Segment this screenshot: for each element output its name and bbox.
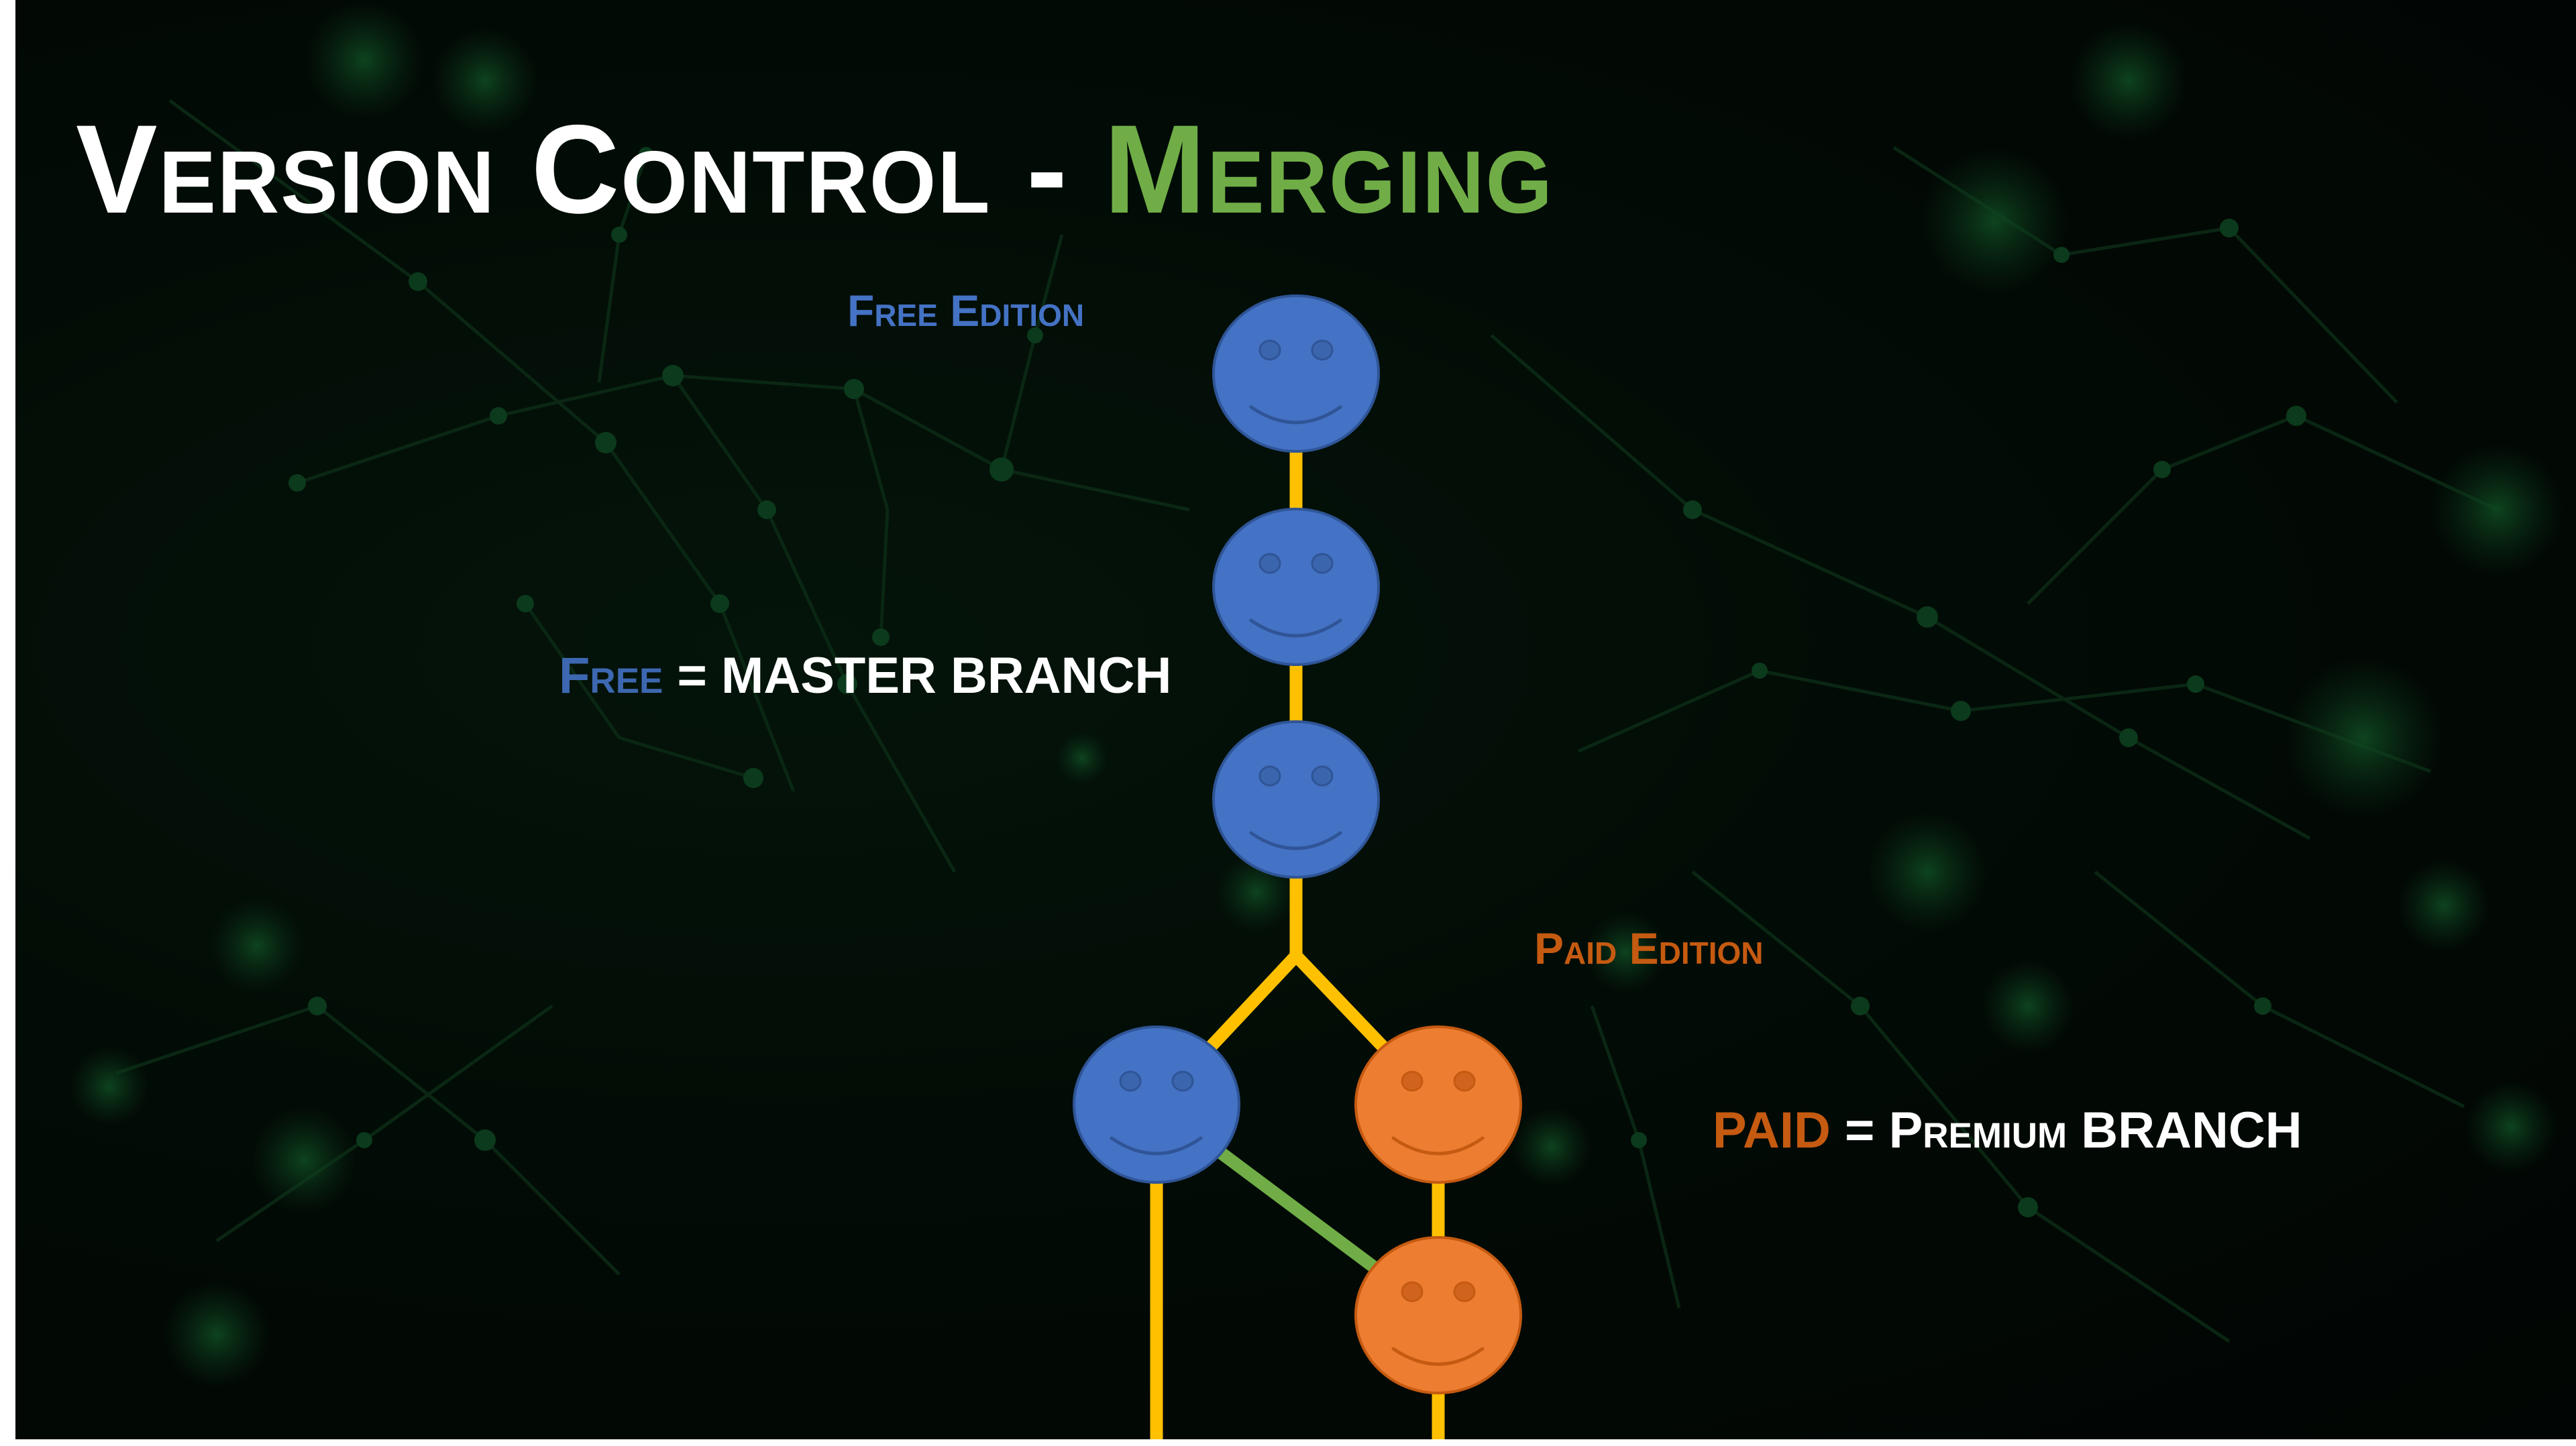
node-face — [1212, 294, 1380, 453]
right-eye — [1171, 1070, 1194, 1092]
smiley-face-icon — [1212, 294, 1380, 453]
right-eye — [1311, 339, 1334, 361]
right-eye — [1311, 765, 1334, 787]
node-face — [1354, 1236, 1522, 1394]
master-branch-legend: Free = MASTER BRANCH — [559, 651, 1171, 702]
nodes-layer — [1073, 294, 1522, 1394]
smile-mouth — [1391, 1347, 1485, 1366]
node-face — [1212, 508, 1380, 666]
left-eye — [1258, 339, 1281, 361]
branch-diagram — [1073, 294, 1522, 1439]
premium-legend-separator: = — [1830, 1102, 1889, 1159]
slide: Version Control - Merging Free Edition P… — [15, 0, 2576, 1439]
commit-node-free-2 — [1212, 508, 1380, 666]
smiley-face-icon — [1212, 508, 1380, 666]
right-eye — [1453, 1070, 1476, 1092]
network-background — [69, 0, 2565, 1388]
premium-branch-legend: PAID = Premium BRANCH — [1713, 1105, 2302, 1156]
smiley-face-icon — [1212, 720, 1380, 879]
right-eye — [1311, 553, 1334, 574]
page-title: Version Control - Merging — [76, 106, 1554, 232]
smile-mouth — [1110, 1136, 1203, 1156]
left-eye — [1401, 1281, 1424, 1302]
node-face — [1212, 720, 1380, 879]
left-eye — [1258, 553, 1281, 574]
master-legend-key: Free — [559, 647, 663, 704]
commit-node-paid-1 — [1354, 1025, 1522, 1184]
right-eye — [1453, 1281, 1476, 1302]
commit-node-paid-2 — [1354, 1236, 1522, 1394]
master-legend-separator: = — [663, 647, 722, 704]
premium-legend-value: Premium BRANCH — [1888, 1102, 2302, 1159]
smile-mouth — [1391, 1136, 1485, 1156]
paid-edition-label: Paid Edition — [1534, 924, 1764, 973]
title-main: Version Control - — [76, 99, 1104, 239]
left-eye — [1401, 1070, 1424, 1092]
commit-node-free-4 — [1073, 1025, 1240, 1184]
smiley-face-icon — [1073, 1025, 1240, 1184]
smiley-face-icon — [1354, 1025, 1522, 1184]
smile-mouth — [1249, 618, 1342, 638]
node-face — [1354, 1025, 1522, 1184]
title-accent: Merging — [1104, 99, 1554, 239]
premium-legend-key: PAID — [1713, 1102, 1831, 1159]
free-edition-label: Free Edition — [847, 286, 1085, 335]
left-eye — [1258, 765, 1281, 787]
smiley-face-icon — [1354, 1236, 1522, 1394]
left-eye — [1119, 1070, 1142, 1092]
commit-node-free-3 — [1212, 720, 1380, 879]
smile-mouth — [1249, 831, 1342, 850]
smile-mouth — [1249, 405, 1342, 425]
commit-node-free-1 — [1212, 294, 1380, 453]
node-face — [1073, 1025, 1240, 1184]
master-legend-value: MASTER BRANCH — [721, 647, 1172, 704]
